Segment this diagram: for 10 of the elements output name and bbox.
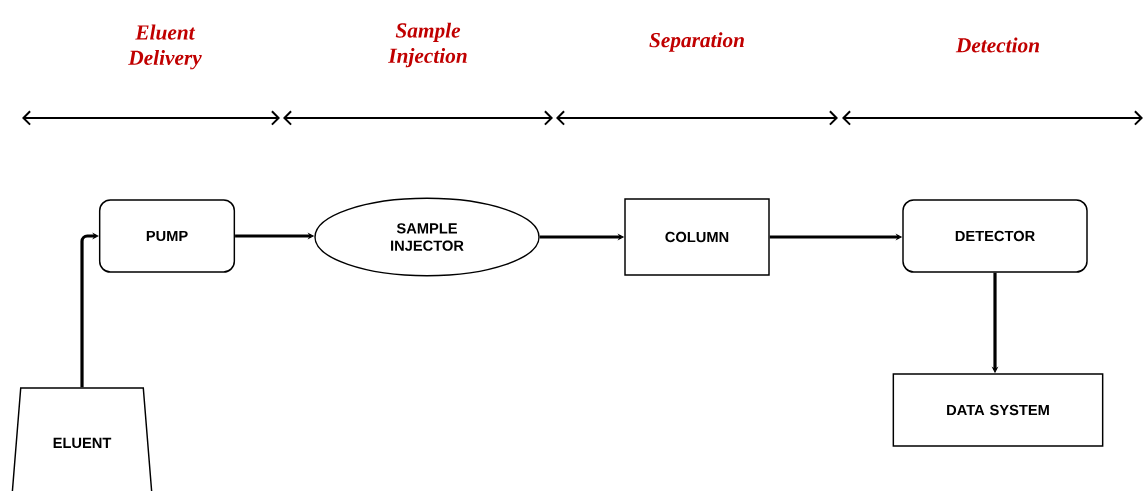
process-box: DATA SYSTEM xyxy=(892,373,1104,447)
process-box: COLUMN xyxy=(624,198,770,276)
phase-label: Eluent Delivery xyxy=(128,24,202,70)
phase-label: Sample Injection xyxy=(388,22,467,68)
phase-label: Detection xyxy=(955,37,1040,53)
process-box: PUMP xyxy=(98,199,236,273)
arrow xyxy=(80,232,99,388)
reservoir-trapezoid: ELUENT xyxy=(11,387,153,491)
phase-label: Separation xyxy=(649,32,744,52)
process-box: DETECTOR xyxy=(902,199,1088,273)
